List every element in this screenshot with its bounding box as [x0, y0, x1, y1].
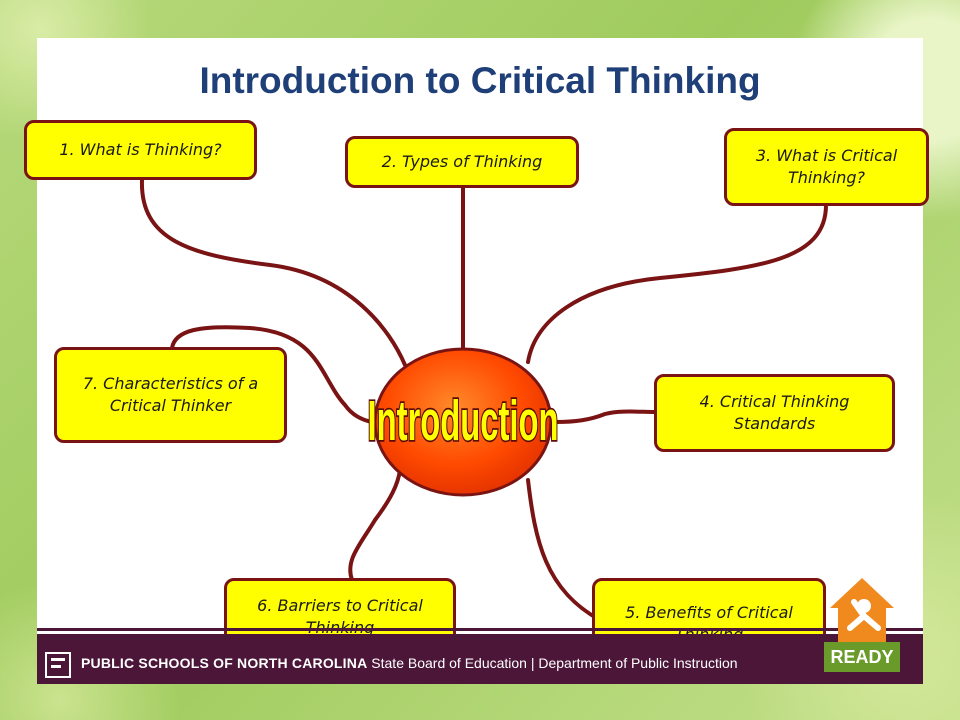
node-what-is-critical-thinking: 3. What is Critical Thinking?	[724, 128, 929, 206]
node-characteristics-of-critical-thinker: 7. Characteristics of a Critical Thinker	[54, 347, 287, 443]
connector-7	[170, 325, 374, 424]
connector-4	[554, 409, 657, 424]
center-ellipse	[373, 347, 553, 497]
connector-5	[526, 478, 602, 622]
ready-badge: READY	[824, 642, 900, 672]
dpi-logo-icon	[45, 652, 71, 678]
node-what-is-thinking: 1. What is Thinking?	[24, 120, 257, 180]
slide-title: Introduction to Critical Thinking	[199, 60, 761, 101]
node-types-of-thinking: 2. Types of Thinking	[345, 136, 579, 188]
center-label: Introduction	[367, 389, 558, 453]
node-critical-thinking-standards: 4. Critical Thinking Standards	[654, 374, 895, 452]
footer: PUBLIC SCHOOLS OF NORTH CAROLINA State B…	[37, 628, 923, 684]
ready-logo-icon	[830, 578, 894, 642]
footer-text: PUBLIC SCHOOLS OF NORTH CAROLINA State B…	[81, 655, 738, 671]
footer-org: PUBLIC SCHOOLS OF NORTH CAROLINA	[81, 655, 368, 671]
footer-dept: State Board of Education | Department of…	[371, 655, 738, 671]
footer-divider	[37, 628, 923, 631]
connector-1	[139, 178, 407, 367]
connector-3	[526, 203, 828, 364]
footer-bar: PUBLIC SCHOOLS OF NORTH CAROLINA State B…	[37, 634, 923, 684]
connector-6	[348, 468, 402, 582]
